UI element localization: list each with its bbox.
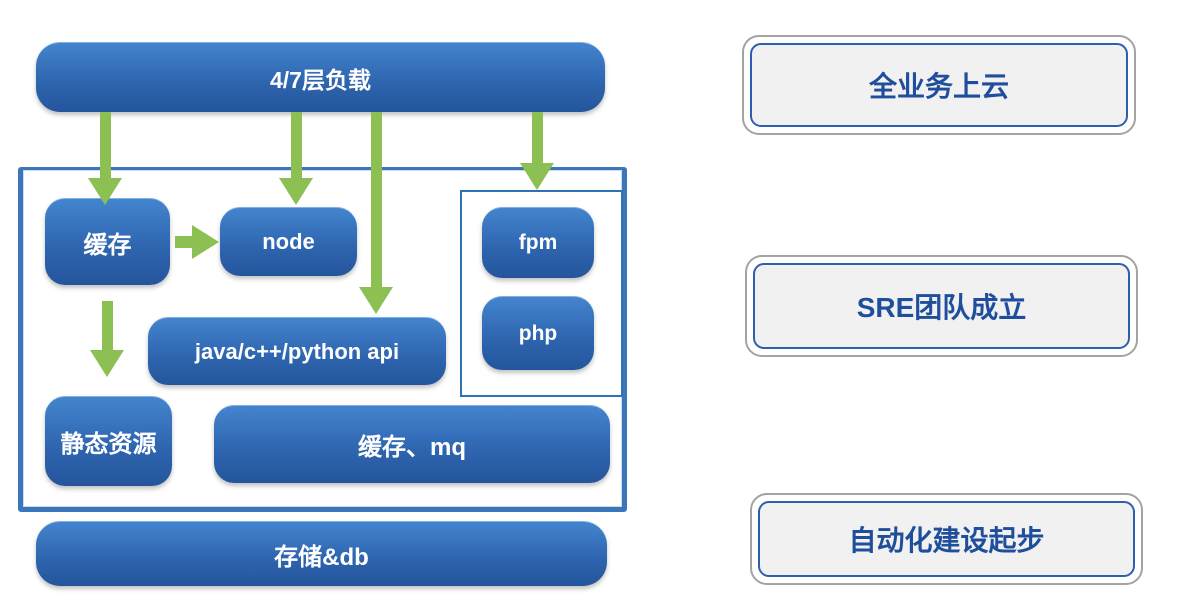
arrow-stem — [99, 112, 111, 178]
arrow-cache-to-static-icon — [90, 301, 124, 377]
arrow-head — [279, 178, 313, 205]
milestone-automation-start: 自动化建设起步 — [750, 493, 1143, 585]
api-box: java/c++/python api — [148, 317, 446, 385]
arrow-cache-to-node-icon — [175, 225, 219, 259]
cache-box: 缓存 — [45, 198, 170, 285]
fpm-box: fpm — [482, 207, 594, 278]
arrow-load-to-cache-icon — [88, 112, 122, 205]
arrow-load-to-fpm-icon — [520, 112, 554, 190]
php-box: php — [482, 296, 594, 370]
milestone-label: 全业务上云 — [750, 43, 1128, 127]
storage-db-box: 存储&db — [36, 521, 607, 586]
fpm-php-group-container — [460, 190, 623, 397]
arrow-head — [520, 163, 554, 190]
service-layer-container — [18, 167, 627, 512]
arrow-stem — [370, 112, 382, 287]
arrow-head — [192, 225, 219, 259]
node-box: node — [220, 207, 357, 276]
arrow-stem — [175, 236, 192, 248]
arrow-head — [359, 287, 393, 314]
milestone-label: SRE团队成立 — [753, 263, 1130, 349]
milestone-label: 自动化建设起步 — [758, 501, 1135, 577]
arrow-head — [88, 178, 122, 205]
arrow-load-to-node-icon — [279, 112, 313, 205]
milestone-sre-team: SRE团队成立 — [745, 255, 1138, 357]
load-balancer-box: 4/7层负载 — [36, 42, 605, 112]
arrow-load-to-api-icon — [359, 112, 393, 314]
arrow-stem — [101, 301, 113, 350]
arrow-stem — [531, 112, 543, 163]
milestone-cloud-migration: 全业务上云 — [742, 35, 1136, 135]
cache-mq-box: 缓存、mq — [214, 405, 610, 483]
arrow-head — [90, 350, 124, 377]
arrow-stem — [290, 112, 302, 178]
static-resources-box: 静态资源 — [45, 396, 172, 486]
